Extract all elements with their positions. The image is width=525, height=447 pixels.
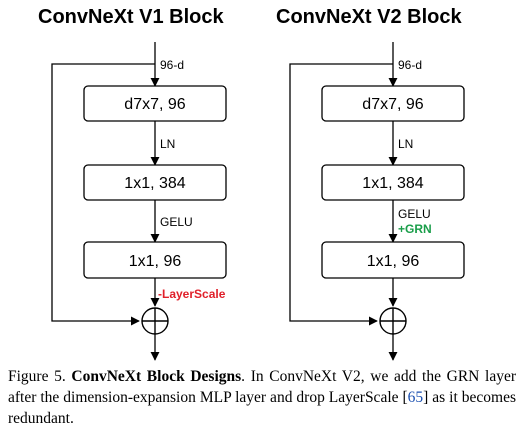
- v1-box-project: [83, 241, 227, 279]
- v2-skip-connection: [289, 63, 393, 326]
- v2-ln-label: LN: [398, 137, 413, 151]
- v1-box-dwconv-label: d7x7, 96: [124, 96, 185, 113]
- v2-box-dwconv: [321, 85, 465, 122]
- v2-box-project: [321, 241, 465, 279]
- figure-caption: Figure 5. ConvNeXt Block Designs. In Con…: [8, 366, 516, 429]
- v1-box-expand-label: 1x1, 384: [124, 175, 185, 192]
- v1-layerscale-label: -LayerScale: [158, 287, 226, 301]
- caption-citation-link[interactable]: 65: [407, 389, 424, 406]
- v1-box-project-label: 1x1, 96: [129, 253, 182, 270]
- v1-input-label: 96-d: [160, 58, 184, 72]
- caption-bold-title: ConvNeXt Block Designs: [71, 368, 242, 385]
- v1-gelu-label: GELU: [160, 215, 193, 229]
- v1-block: d7x7, 96 1x1, 384 1x1, 96 96-d LN GELU -…: [51, 42, 227, 361]
- v1-box-dwconv: [83, 85, 227, 122]
- caption-text-1: . In ConvNeXt V2, we add the GRN layer a…: [8, 368, 516, 406]
- v1-title: ConvNeXt V1 Block: [38, 6, 224, 28]
- v2-box-dwconv-label: d7x7, 96: [362, 96, 423, 113]
- block-diagrams: d7x7, 96 1x1, 384 1x1, 96 96-d LN GELU -…: [51, 42, 465, 361]
- v2-box-expand: [321, 164, 465, 201]
- caption-text-2: ] as it becomes redundant.: [8, 389, 516, 427]
- v2-block: d7x7, 96 1x1, 384 1x1, 96 96-d LN GELU +…: [289, 42, 465, 361]
- v1-sum-node: [141, 307, 169, 335]
- v2-grn-label: +GRN: [398, 222, 432, 236]
- v2-gelu-label: GELU: [398, 207, 431, 221]
- v1-skip-connection: [51, 63, 155, 326]
- v2-box-expand-label: 1x1, 384: [362, 175, 423, 192]
- caption-fig-number: Figure 5.: [8, 368, 66, 385]
- v2-title: ConvNeXt V2 Block: [276, 6, 462, 28]
- v1-ln-label: LN: [160, 137, 175, 151]
- v2-sum-node: [379, 307, 407, 335]
- v2-input-label: 96-d: [398, 58, 422, 72]
- v1-box-expand: [83, 164, 227, 201]
- v2-box-project-label: 1x1, 96: [367, 253, 420, 270]
